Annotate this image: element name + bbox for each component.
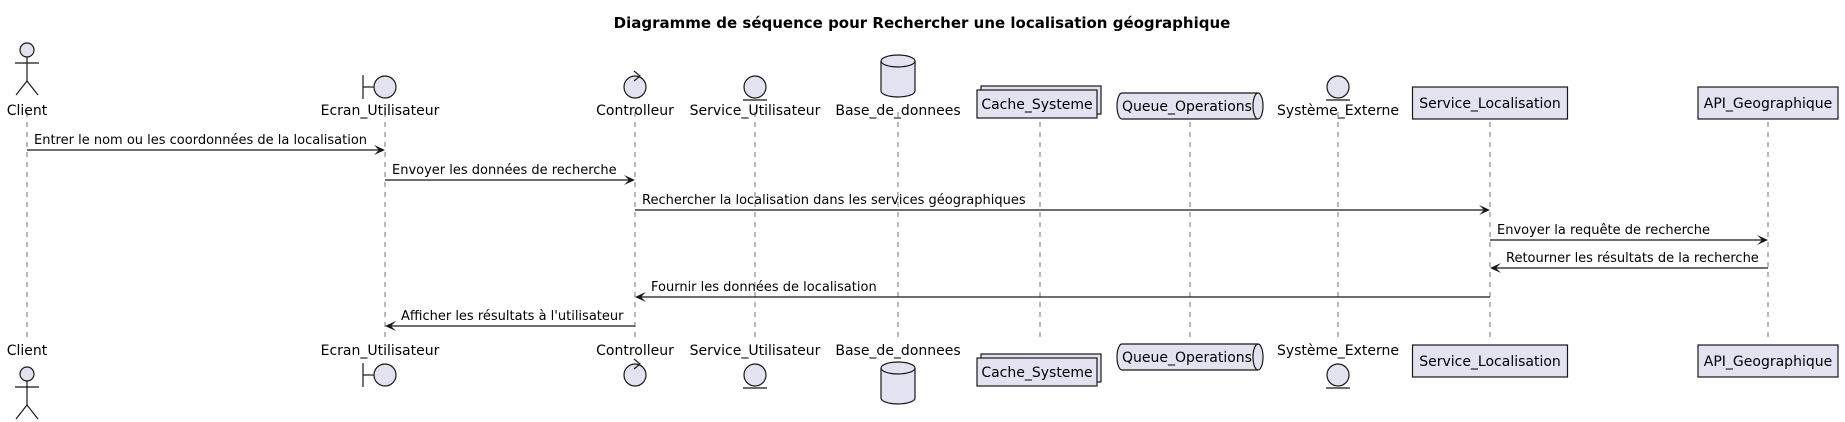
message-arrowhead <box>1757 235 1768 245</box>
message-2: Envoyer les données de recherche <box>385 163 635 185</box>
message-arrowhead <box>1490 263 1501 273</box>
participant-label: Cache_Systeme <box>981 97 1092 113</box>
messages: Entrer le nom ou les coordonnées de la l… <box>27 133 1768 331</box>
message-label: Rechercher la localisation dans les serv… <box>642 193 1026 208</box>
message-label: Retourner les résultats de la recherche <box>1506 251 1759 266</box>
message-arrowhead <box>635 292 646 302</box>
participant-label: Base_de_donnees <box>835 103 960 119</box>
participant-service_localisation-top: Service_Localisation <box>1411 86 1569 120</box>
participant-ecran-bottom: Ecran_Utilisateur <box>321 343 440 387</box>
participant-queue-top: Queue_Operations <box>1116 92 1264 120</box>
lifelines <box>26 112 1769 342</box>
participant-api-top: API_Geographique <box>1697 86 1839 120</box>
participant-label: Service_Utilisateur <box>690 103 821 119</box>
participant-label: API_Geographique <box>1704 354 1832 370</box>
participant-controlleur-top: Controlleur <box>596 70 674 119</box>
participant-cache-bottom: Cache_Systeme <box>976 353 1102 387</box>
participant-label: Service_Localisation <box>1419 96 1561 112</box>
participant-label: Client <box>7 103 48 119</box>
participant-label: Système_Externe <box>1277 103 1399 119</box>
participant-label: API_Geographique <box>1704 96 1832 112</box>
message-7: Afficher les résultats à l'utilisateur <box>385 309 635 331</box>
participant-queue-bottom: Queue_Operations <box>1116 343 1264 371</box>
participants: ClientClientEcran_UtilisateurEcran_Utili… <box>7 42 1839 420</box>
message-arrowhead <box>374 145 385 155</box>
participant-label: Base_de_donnees <box>835 343 960 359</box>
participant-label: Controlleur <box>596 343 674 359</box>
message-label: Fournir les données de localisation <box>651 280 877 295</box>
message-label: Envoyer les données de recherche <box>392 163 617 178</box>
participant-label: Cache_Systeme <box>981 365 1092 381</box>
participant-label: Client <box>7 343 48 359</box>
message-label: Afficher les résultats à l'utilisateur <box>401 309 624 324</box>
participant-ecran-top: Ecran_Utilisateur <box>321 75 440 119</box>
participant-service_localisation-bottom: Service_Localisation <box>1411 344 1569 378</box>
participant-service_utilisateur-top: Service_Utilisateur <box>690 75 821 119</box>
message-3: Rechercher la localisation dans les serv… <box>635 193 1490 215</box>
participant-api-bottom: API_Geographique <box>1697 344 1839 378</box>
participant-cache-top: Cache_Systeme <box>976 85 1102 119</box>
message-arrowhead <box>1479 205 1490 215</box>
participant-service_utilisateur-bottom: Service_Utilisateur <box>690 343 821 389</box>
participant-label: Service_Utilisateur <box>690 343 821 359</box>
participant-client-bottom: Client <box>7 343 48 420</box>
participant-base-bottom: Base_de_donnees <box>835 343 961 405</box>
message-arrowhead <box>385 321 396 331</box>
diagram-title: Diagramme de séquence pour Rechercher un… <box>614 14 1231 32</box>
participant-label: Queue_Operations <box>1122 350 1252 366</box>
message-label: Entrer le nom ou les coordonnées de la l… <box>34 133 367 148</box>
message-4: Envoyer la requête de recherche <box>1490 223 1768 245</box>
message-arrowhead <box>624 175 635 185</box>
participant-label: Système_Externe <box>1277 343 1399 359</box>
participant-label: Controlleur <box>596 103 674 119</box>
participant-label: Ecran_Utilisateur <box>321 343 440 359</box>
participant-controlleur-bottom: Controlleur <box>596 343 674 387</box>
participant-client-top: Client <box>7 42 48 119</box>
participant-label: Queue_Operations <box>1122 99 1252 115</box>
message-label: Envoyer la requête de recherche <box>1497 223 1710 238</box>
message-5: Retourner les résultats de la recherche <box>1490 251 1768 273</box>
participant-externe-bottom: Système_Externe <box>1277 343 1399 389</box>
message-6: Fournir les données de localisation <box>635 280 1490 302</box>
participant-label: Service_Localisation <box>1419 354 1561 370</box>
message-1: Entrer le nom ou les coordonnées de la l… <box>27 133 385 155</box>
participant-label: Ecran_Utilisateur <box>321 103 440 119</box>
participant-externe-top: Système_Externe <box>1277 75 1399 119</box>
participant-base-top: Base_de_donnees <box>835 54 961 119</box>
